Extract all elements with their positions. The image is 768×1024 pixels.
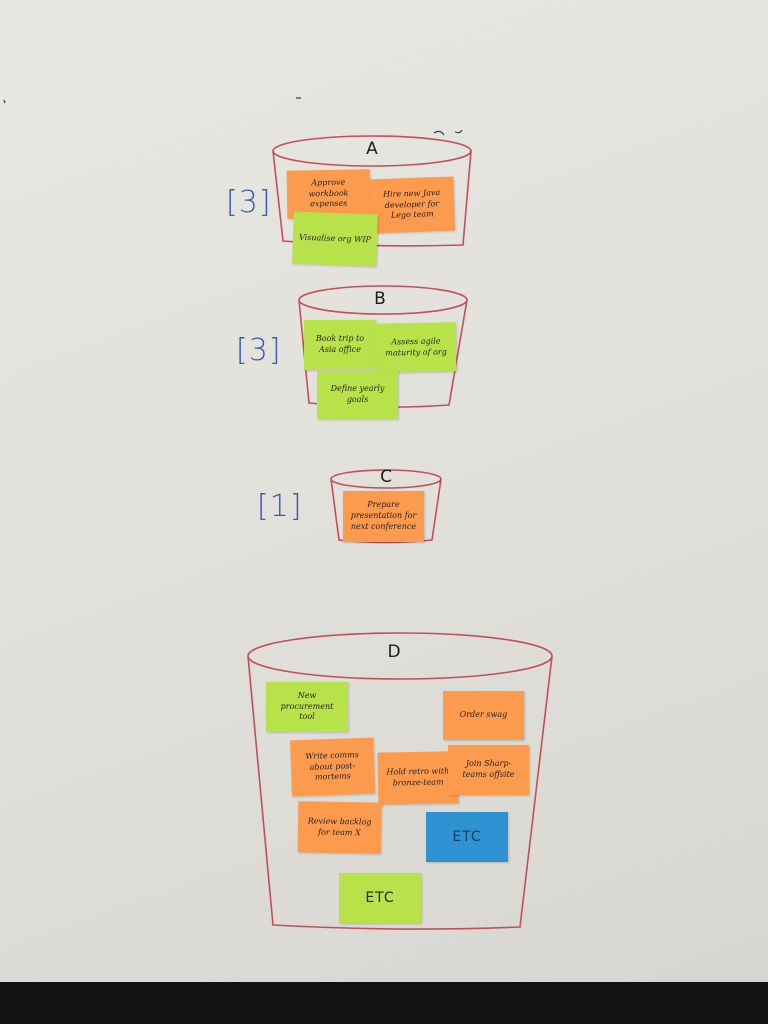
sticky-note: Assess agile maturity of org — [375, 322, 457, 373]
bucket-a-label: A — [366, 139, 378, 159]
bucket-b-label: B — [374, 289, 386, 309]
sticky-note: ETC — [339, 873, 421, 923]
sticky-note: ETC — [426, 812, 508, 862]
bucket-c-label: C — [380, 467, 392, 487]
bucket-d-outline — [247, 632, 553, 930]
bucket-a-wip-limit: [3] — [226, 185, 272, 220]
sticky-note: Define yearly goals — [317, 371, 398, 419]
sticky-note: Hold retro with bronze-team — [377, 751, 459, 805]
sticky-note: Join Sharp-teams offsite — [448, 745, 529, 795]
sticky-note: Review backlog for team X — [297, 801, 382, 854]
sticky-note: Book trip to Asia office — [304, 320, 376, 370]
bucket-b-wip-limit: [3] — [236, 333, 282, 368]
bucket-c-outline — [330, 469, 442, 544]
bucket-c-wip-limit: [1] — [257, 489, 303, 524]
sticky-note: Order swag — [443, 691, 524, 740]
sticky-note: Prepare presentation for next conference — [343, 491, 424, 542]
stray-marks — [3, 97, 463, 136]
sticky-note: Hire new Java developer for Lego team — [369, 176, 455, 234]
floor-edge — [0, 982, 768, 1024]
bucket-d-label: D — [387, 642, 401, 662]
sticky-note: Visualise org WIP — [292, 211, 378, 267]
sticky-note: Write comms about post-mortems — [290, 737, 375, 797]
sticky-note: New procurement tool — [266, 682, 348, 732]
